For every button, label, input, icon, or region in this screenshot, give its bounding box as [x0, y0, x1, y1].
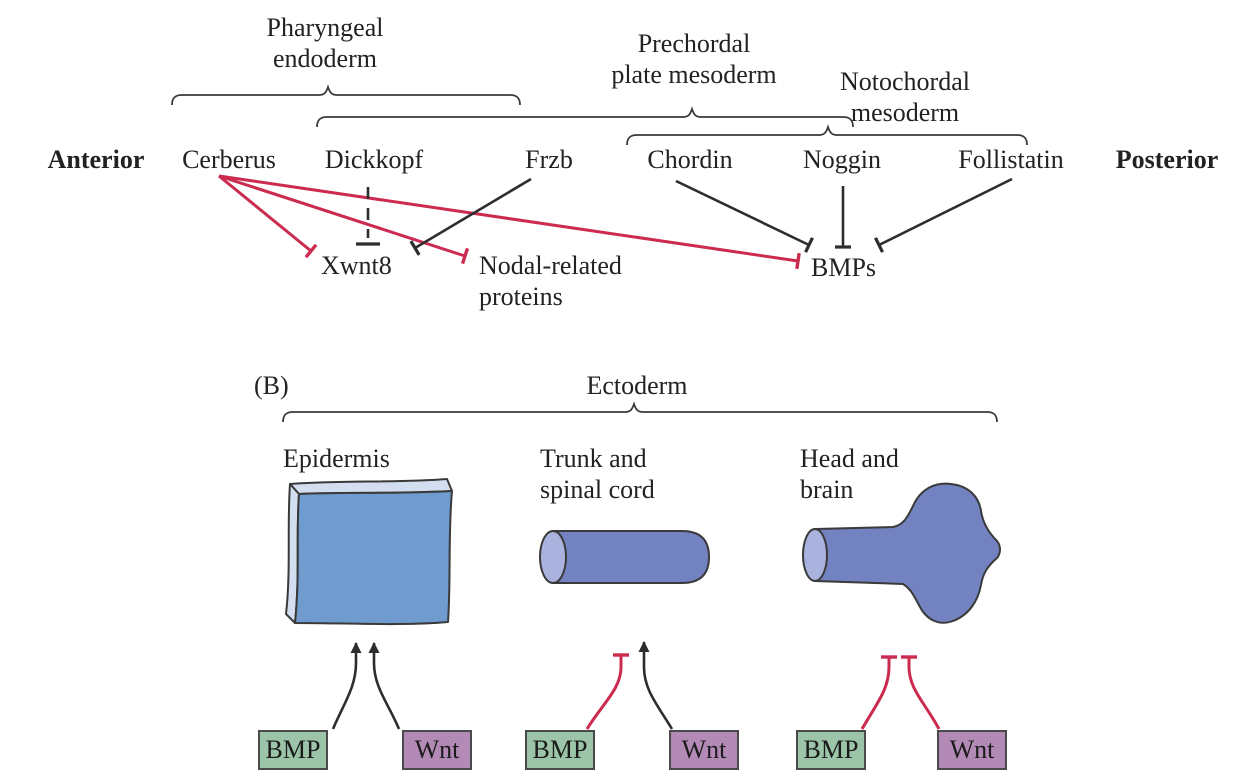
- inhibit-frzb-xwnt8: [409, 177, 532, 256]
- wnt-box-label: Wnt: [414, 735, 460, 764]
- axis-label-posterior: Posterior: [1115, 145, 1219, 174]
- inhibit-chordin-bmps: [675, 179, 814, 253]
- inhibit-bmp-trunk: [585, 653, 629, 730]
- region-label-line1: Prechordal: [637, 29, 751, 58]
- wnt-box-trunk: Wnt: [669, 730, 739, 770]
- shape-neural-tube: [539, 530, 711, 584]
- region-label-notochordal-mesoderm: Notochordal mesoderm: [840, 66, 970, 128]
- region-label-pharyngeal-endoderm: Pharyngeal endoderm: [267, 12, 384, 74]
- fate-label-line1: Head and: [800, 444, 899, 473]
- target-label-line2: proteins: [479, 282, 563, 311]
- fate-label-trunk: Trunk and spinal cord: [540, 443, 655, 505]
- tube-body: [552, 530, 711, 584]
- gene-label-chordin: Chordin: [647, 145, 733, 174]
- shape-head-brain: [802, 482, 1001, 624]
- axis-label-anterior: Anterior: [47, 145, 145, 174]
- target-label-xwnt8: Xwnt8: [321, 251, 392, 280]
- tube-cap: [539, 530, 567, 584]
- bracket-ectoderm: [282, 401, 998, 423]
- region-label-line1: Notochordal: [840, 67, 970, 96]
- inhibit-cerberus-bmps: [218, 174, 801, 270]
- arrow-wnt-epidermis: [368, 642, 401, 730]
- fate-label-head: Head and brain: [800, 443, 899, 505]
- bmp-box-epidermis: BMP: [258, 730, 328, 770]
- inhibit-bmp-head: [860, 655, 897, 730]
- bracket-prechordal-plate-mesoderm: [316, 106, 854, 128]
- target-label-line1: Nodal-related: [479, 251, 622, 280]
- arrow-wnt-trunk: [638, 641, 674, 730]
- gene-label-cerberus: Cerberus: [182, 145, 276, 174]
- bmp-box-label: BMP: [803, 735, 859, 764]
- inhibit-wnt-head: [901, 655, 941, 730]
- gene-label-noggin: Noggin: [803, 145, 881, 174]
- inhibit-follistatin-bmps: [874, 177, 1013, 253]
- ectoderm-label: Ectoderm: [586, 371, 688, 400]
- brain-body: [814, 482, 1001, 624]
- region-label-line2: mesoderm: [850, 98, 960, 127]
- bmp-box-label: BMP: [532, 735, 588, 764]
- panel-b-label: (B): [254, 371, 289, 400]
- fate-label-line1: Trunk and: [540, 444, 647, 473]
- fate-label-line2: brain: [800, 475, 854, 504]
- bmp-box-label: BMP: [265, 735, 321, 764]
- region-label-prechordal-plate-mesoderm: Prechordal plate mesoderm: [611, 28, 776, 90]
- wnt-box-label: Wnt: [949, 735, 995, 764]
- epidermis-face: [294, 490, 453, 626]
- shape-epidermis-sheet: [285, 478, 453, 626]
- fate-label-epidermis: Epidermis: [283, 444, 390, 473]
- region-label-line2: plate mesoderm: [611, 60, 777, 89]
- fate-label-line2: spinal cord: [540, 475, 655, 504]
- target-label-bmps: BMPs: [811, 253, 877, 282]
- bmp-box-head: BMP: [796, 730, 866, 770]
- bracket-pharyngeal-endoderm: [171, 84, 521, 106]
- wnt-box-head: Wnt: [937, 730, 1007, 770]
- bmp-box-trunk: BMP: [525, 730, 595, 770]
- inhibit-cerberus-xwnt8: [218, 174, 318, 259]
- region-label-line1: Pharyngeal: [266, 13, 384, 42]
- gene-label-dickkopf: Dickkopf: [324, 145, 424, 174]
- bracket-notochordal-mesoderm: [626, 124, 1028, 146]
- gene-label-follistatin: Follistatin: [958, 145, 1064, 174]
- wnt-box-label: Wnt: [681, 735, 727, 764]
- gene-label-frzb: Frzb: [525, 145, 573, 174]
- inhibit-cerberus-nodal: [218, 174, 470, 265]
- region-label-line2: endoderm: [273, 44, 377, 73]
- wnt-box-epidermis: Wnt: [402, 730, 472, 770]
- brain-tube-cap: [802, 528, 828, 582]
- arrow-bmp-epidermis: [331, 642, 362, 730]
- target-label-nodal: Nodal-related proteins: [479, 250, 622, 312]
